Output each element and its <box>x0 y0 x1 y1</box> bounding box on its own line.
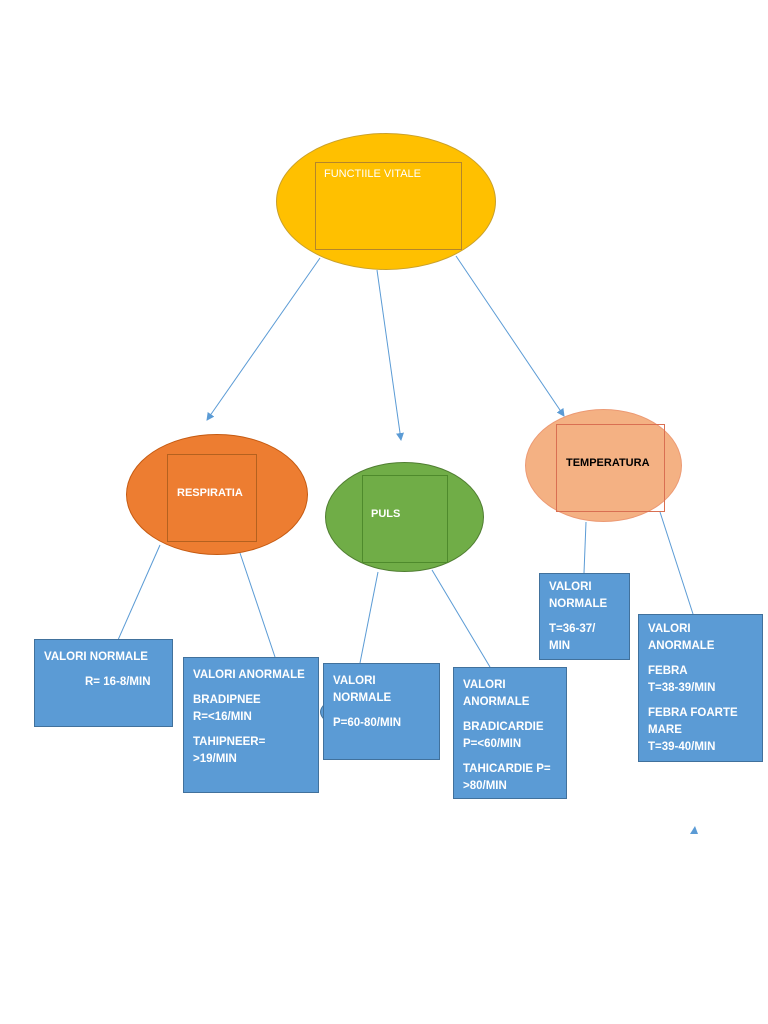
box-respiratia-valori-anormale: VALORI ANORMALE BRADIPNEE R=<16/MIN TAHI… <box>183 657 319 793</box>
arrow-to-puls <box>376 269 404 441</box>
box-respiratia-valori-normale-value: R= 16-8/MIN <box>85 676 151 688</box>
arrow-to-temperatura <box>455 255 565 417</box>
box-temperatura-valori-normale: VALORI NORMALE T=36-37/ MIN <box>539 573 630 660</box>
box-temperatura-valori-anormale-title: VALORI ANORMALE <box>648 623 715 652</box>
node-functiile-vitale-textbox <box>315 162 462 250</box>
arrow-to-respiratia <box>206 257 321 421</box>
box-puls-valori-anormale-title: VALORI ANORMALE <box>463 679 530 708</box>
box-puls-valori-normale: VALORI NORMALE P=60-80/MIN <box>323 663 440 760</box>
node-functiile-vitale <box>276 133 496 270</box>
connector-temp-normal <box>583 521 587 574</box>
box-temperatura-febra: FEBRA T=38-39/MIN <box>648 665 716 694</box>
box-temperatura-valori-normale-value: T=36-37/ MIN <box>549 623 596 652</box>
box-temperatura-valori-normale-title: VALORI NORMALE <box>549 581 608 610</box>
node-temperatura-label: TEMPERATURA <box>566 457 650 469</box>
node-functiile-vitale-label: FUNCTIILE VITALE <box>324 168 421 180</box>
box-respiratia-valori-normale: VALORI NORMALE R= 16-8/MIN <box>34 639 173 727</box>
node-respiratia-label: RESPIRATIA <box>177 487 243 499</box>
node-respiratia-textbox <box>167 454 257 542</box>
connector-resp-abnormal <box>239 552 276 658</box>
connector-temp-abnormal <box>659 511 694 615</box>
connector-puls-abnormal <box>431 569 491 668</box>
box-temperatura-valori-anormale: VALORI ANORMALE FEBRA T=38-39/MIN FEBRA … <box>638 614 763 762</box>
node-temperatura <box>525 409 682 522</box>
box-puls-bradicardie: BRADICARDIE P=<60/MIN <box>463 721 544 750</box>
box-puls-valori-normale-value: P=60-80/MIN <box>333 717 402 729</box>
box-respiratia-valori-anormale-title: VALORI ANORMALE <box>193 669 305 681</box>
box-respiratia-valori-normale-title: VALORI NORMALE <box>44 651 148 663</box>
connector-resp-normal <box>117 544 161 641</box>
node-temperatura-textbox <box>556 424 665 512</box>
box-respiratia-bradipnee: BRADIPNEE R=<16/MIN <box>193 694 261 723</box>
stray-arrowhead <box>690 826 698 834</box>
box-puls-tahicardie: TAHICARDIE P= >80/MIN <box>463 763 551 792</box>
node-puls <box>325 462 484 572</box>
box-temperatura-febra-foarte-mare: FEBRA FOARTE MARE T=39-40/MIN <box>648 707 738 753</box>
node-puls-textbox <box>362 475 448 563</box>
box-respiratia-tahipnee: TAHIPNEER= >19/MIN <box>193 736 266 765</box>
box-puls-valori-normale-title: VALORI NORMALE <box>333 675 392 704</box>
connector-puls-normal <box>359 571 379 664</box>
node-puls-label: PULS <box>371 508 401 520</box>
box-puls-valori-anormale: VALORI ANORMALE BRADICARDIE P=<60/MIN TA… <box>453 667 567 799</box>
